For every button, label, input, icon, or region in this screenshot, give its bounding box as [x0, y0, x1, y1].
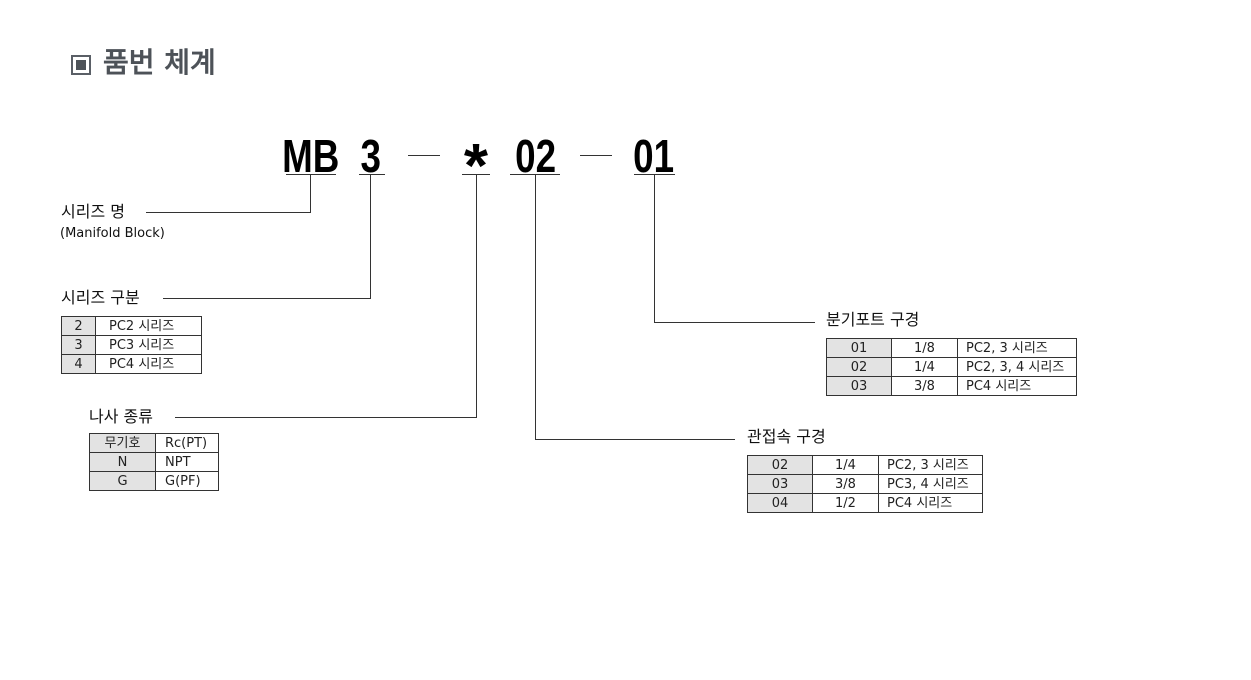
- table-cell: 1/2: [812, 493, 879, 513]
- thread-type-table: 무기호 Rc(PT) N NPT G G(PF): [89, 433, 219, 491]
- table-cell: PC2, 3, 4 시리즈: [957, 357, 1077, 377]
- table-cell: N: [89, 452, 156, 472]
- table-cell: PC4 시리즈: [878, 493, 983, 513]
- series-type-table: 2 PC2 시리즈 3 PC3 시리즈 4 PC4 시리즈: [61, 316, 202, 374]
- table-cell: 3/8: [812, 474, 879, 494]
- table-row: 02 1/4 PC2, 3, 4 시리즈: [826, 357, 1077, 377]
- table-cell: 3/8: [891, 376, 958, 396]
- table-cell: 03: [826, 376, 892, 396]
- table-cell: G: [89, 471, 156, 491]
- table-cell: PC2, 3 시리즈: [957, 338, 1077, 358]
- table-row: G G(PF): [89, 471, 219, 491]
- table-cell: G(PF): [155, 471, 219, 491]
- table-row: 2 PC2 시리즈: [61, 316, 202, 336]
- code-pipe-port: 02: [515, 130, 557, 182]
- leader-series-name: [146, 174, 311, 213]
- leader-pipe-port: [535, 174, 735, 440]
- thread-type-label: 나사 종류: [89, 407, 153, 426]
- table-row: 3 PC3 시리즈: [61, 335, 202, 355]
- table-cell: PC2, 3 시리즈: [878, 455, 983, 475]
- table-cell: PC4 시리즈: [95, 354, 202, 374]
- table-cell: PC4 시리즈: [957, 376, 1077, 396]
- code-series-name: MB: [282, 130, 340, 182]
- table-cell: 03: [747, 474, 813, 494]
- table-cell: 4: [61, 354, 96, 374]
- square-bullet-icon: [71, 55, 91, 75]
- table-cell: 1/4: [812, 455, 879, 475]
- table-cell: 02: [826, 357, 892, 377]
- table-cell: PC3 시리즈: [95, 335, 202, 355]
- leader-thread-type: [175, 174, 477, 418]
- table-cell: PC2 시리즈: [95, 316, 202, 336]
- table-cell: 01: [826, 338, 892, 358]
- table-cell: PC3, 4 시리즈: [878, 474, 983, 494]
- pipe-port-table: 02 1/4 PC2, 3 시리즈 03 3/8 PC3, 4 시리즈 04 1…: [747, 455, 983, 513]
- series-type-label: 시리즈 구분: [61, 288, 140, 307]
- table-cell: 2: [61, 316, 96, 336]
- table-cell: 무기호: [89, 433, 156, 453]
- code-series-type: 3: [360, 130, 382, 182]
- code-thread-type: *: [463, 132, 489, 201]
- page-title: 품번 체계: [103, 46, 216, 79]
- table-row: 03 3/8 PC4 시리즈: [826, 376, 1077, 396]
- table-cell: Rc(PT): [155, 433, 219, 453]
- table-row: 04 1/2 PC4 시리즈: [747, 493, 983, 513]
- leader-series-type: [163, 174, 371, 299]
- table-row: 4 PC4 시리즈: [61, 354, 202, 374]
- leader-branch-port: [654, 174, 815, 323]
- table-cell: 1/4: [891, 357, 958, 377]
- table-row: 무기호 Rc(PT): [89, 433, 219, 453]
- branch-port-table: 01 1/8 PC2, 3 시리즈 02 1/4 PC2, 3, 4 시리즈 0…: [826, 338, 1077, 396]
- table-row: 02 1/4 PC2, 3 시리즈: [747, 455, 983, 475]
- table-cell: 04: [747, 493, 813, 513]
- table-cell: 1/8: [891, 338, 958, 358]
- table-cell: 3: [61, 335, 96, 355]
- series-name-sublabel: (Manifold Block): [60, 226, 165, 241]
- series-name-label: 시리즈 명: [61, 202, 125, 221]
- table-cell: NPT: [155, 452, 219, 472]
- table-row: N NPT: [89, 452, 219, 472]
- branch-port-label: 분기포트 구경: [826, 310, 920, 329]
- table-row: 01 1/8 PC2, 3 시리즈: [826, 338, 1077, 358]
- table-row: 03 3/8 PC3, 4 시리즈: [747, 474, 983, 494]
- code-branch-port: 01: [633, 130, 675, 182]
- pipe-port-label: 관접속 구경: [747, 427, 826, 446]
- table-cell: 02: [747, 455, 813, 475]
